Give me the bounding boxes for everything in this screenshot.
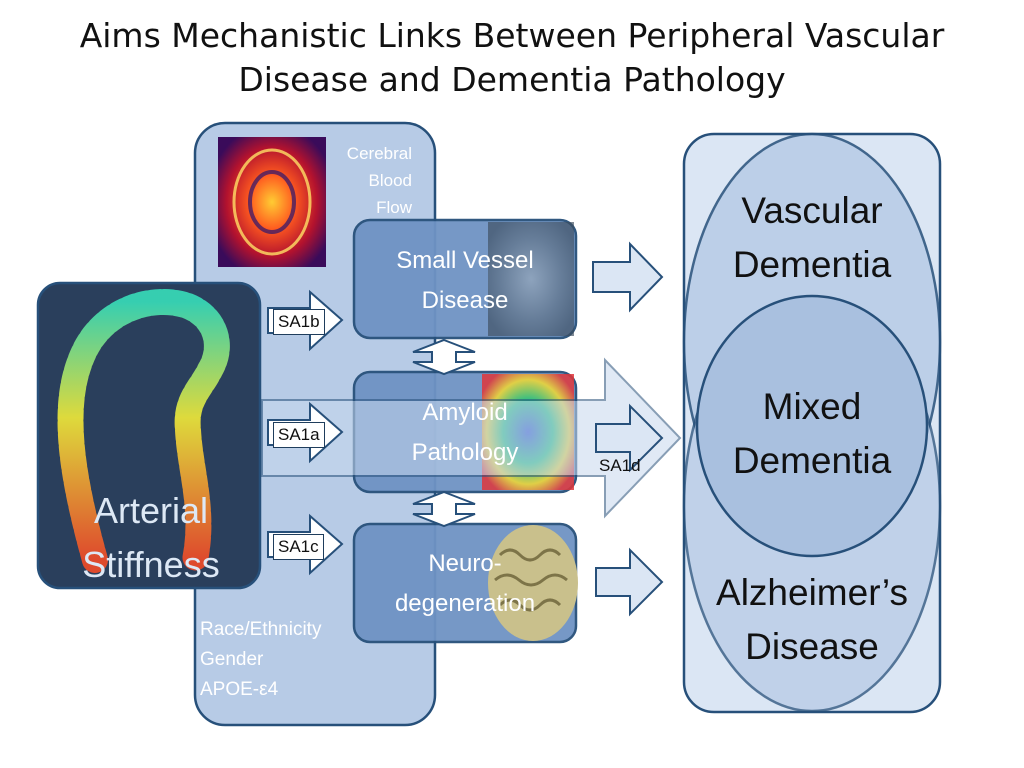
mixed-line-1: Mixed <box>762 386 862 427</box>
aorta-image <box>57 289 230 573</box>
small-vessel-mri <box>488 222 574 336</box>
sa1b-tag: SA1b <box>273 309 325 335</box>
neuro-label: Neuro- degeneration <box>354 544 576 624</box>
mixed-dementia-label: Mixed Dementia <box>684 380 940 488</box>
covariate-race-ethnicity: Race/Ethnicity <box>200 619 322 640</box>
cbf-line-3: Flow <box>376 198 412 217</box>
cbf-line-2: Blood <box>368 171 412 190</box>
covariate-gender: Gender <box>200 649 264 670</box>
vascular-dementia-label: Vascular Dementia <box>684 184 940 292</box>
alzheimers-line-1: Alzheimer’s <box>716 572 908 613</box>
covariate-apoe: APOE-ε4 <box>200 679 279 700</box>
amyloid-line-2: Pathology <box>411 439 519 466</box>
small-vessel-line-2: Disease <box>421 287 509 314</box>
slide-title: Aims Mechanistic Links Between Periphera… <box>0 14 1024 102</box>
cbf-line-1: Cerebral <box>346 144 412 163</box>
brain-surface-image <box>488 525 578 641</box>
small-vessel-label: Small Vessel Disease <box>354 241 576 321</box>
arterial-stiffness-label: Arterial Stiffness <box>38 484 264 592</box>
cerebral-blood-flow-label: Cerebral Blood Flow <box>330 140 412 221</box>
vascular-line-2: Dementia <box>732 244 892 285</box>
small-vessel-line-1: Small Vessel <box>396 247 534 274</box>
sa1d-tag: SA1d <box>599 456 641 475</box>
title-line-1: Aims Mechanistic Links Between Periphera… <box>79 16 945 55</box>
covariates-list: Race/Ethnicity Gender APOE-ε4 <box>200 615 321 705</box>
neuro-line-1: Neuro- <box>428 550 502 577</box>
double-arrow-amyloid-neuro <box>412 490 476 528</box>
sa1c-tag: SA1c <box>273 534 324 560</box>
alzheimers-label: Alzheimer’s Disease <box>684 566 940 674</box>
double-arrow-svd-amyloid <box>412 338 476 376</box>
mixed-dementia-ellipse <box>695 294 929 558</box>
amyloid-label: Amyloid Pathology <box>354 393 576 473</box>
arrow-amyloid-to-outcome <box>595 403 664 473</box>
arterial-stiffness-line-1: Arterial <box>93 490 209 531</box>
title-line-2: Disease and Dementia Pathology <box>238 60 786 99</box>
sa1d-arrow <box>261 357 682 519</box>
arterial-stiffness-line-2: Stiffness <box>82 544 220 585</box>
amyloid-line-1: Amyloid <box>422 399 508 426</box>
sa1a-tag: SA1a <box>273 422 325 448</box>
mixed-line-2: Dementia <box>732 440 892 481</box>
neuro-line-2: degeneration <box>394 590 536 617</box>
arrow-svd-to-outcome <box>592 241 664 313</box>
vascular-line-1: Vascular <box>741 190 883 231</box>
arrow-neuro-to-outcome <box>595 547 664 617</box>
alzheimers-line-2: Disease <box>745 626 879 667</box>
cerebral-blood-flow-image <box>218 137 326 267</box>
